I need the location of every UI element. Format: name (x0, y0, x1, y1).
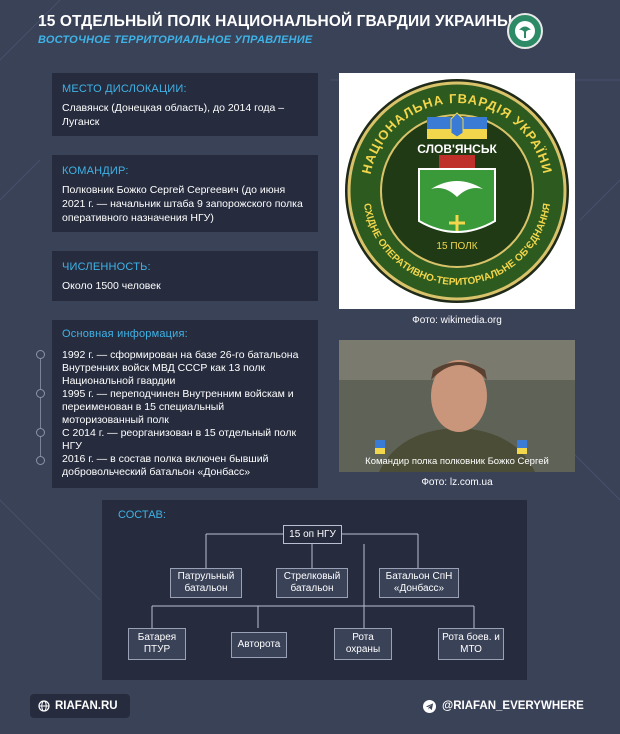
emblem-credit: Фото: wikimedia.org (412, 315, 502, 326)
timeline-dot (36, 456, 45, 465)
node-motor-company: Авторота (231, 632, 287, 658)
eagle-icon (515, 21, 535, 41)
structure-connectors (151, 533, 475, 628)
emblem-photo: НАЦІОНАЛЬНА ГВАРДІЯ УКРАЇНИ СХІДНЕ ОПЕРА… (339, 73, 575, 309)
timeline-dot (36, 389, 45, 398)
portrait-caption: Командир полка полковник Божко Сергей (365, 456, 549, 467)
emblem-unit: 15 ПОЛК (436, 241, 477, 252)
structure-label: СОСТАВ: (118, 509, 166, 521)
commander-text: Полковник Божко Сергей Сергеевич (до июн… (62, 184, 303, 224)
location-panel: МЕСТО ДИСЛОКАЦИИ: Славянск (Донецкая обл… (52, 73, 318, 136)
node-support-company: Рота боев. и МТО (438, 628, 504, 660)
strength-panel: ЧИСЛЕННОСТЬ: Около 1500 человек (52, 251, 318, 301)
commander-panel: КОМАНДИР: Полковник Божко Сергей Сергеев… (52, 155, 318, 232)
node-guard-company: Рота охраны (334, 628, 392, 660)
globe-icon (38, 700, 50, 712)
node-rifle-battalion: Стрелковый батальон (276, 568, 348, 598)
timeline-line (40, 354, 41, 464)
history-item: 2016 г. — в состав полка включен бывший … (62, 453, 269, 478)
timeline-dot (36, 428, 45, 437)
telegram-link-text: @RIAFAN_EVERYWHERE (442, 700, 584, 712)
node-patrol-battalion: Патрульный батальон (170, 568, 242, 598)
timeline-dot (36, 350, 45, 359)
header: 15 ОТДЕЛЬНЫЙ ПОЛК НАЦИОНАЛЬНОЙ ГВАРДИИ У… (38, 12, 513, 46)
history-label: Основная информация: (62, 328, 188, 340)
history-item: 1992 г. — сформирован на базе 26-го бата… (62, 349, 299, 387)
regiment-emblem: НАЦІОНАЛЬНА ГВАРДІЯ УКРАЇНИ СХІДНЕ ОПЕРА… (345, 79, 569, 303)
structure-panel: СОСТАВ: 15 оп НГУ Патрульный батальон Ст… (102, 500, 527, 680)
location-text: Славянск (Донецкая область), до 2014 год… (62, 102, 285, 128)
site-link[interactable]: RIAFAN.RU (30, 694, 130, 718)
site-link-text: RIAFAN.RU (55, 700, 118, 712)
page-title: 15 ОТДЕЛЬНЫЙ ПОЛК НАЦИОНАЛЬНОЙ ГВАРДИИ У… (38, 13, 513, 30)
riafan-logo (507, 13, 543, 49)
history-panel: Основная информация: 1992 г. — сформиров… (52, 320, 318, 488)
commander-portrait (339, 340, 575, 472)
strength-text: Около 1500 человек (62, 280, 161, 292)
telegram-link[interactable]: @RIAFAN_EVERYWHERE (423, 696, 584, 716)
node-atgm-battery: Батарея ПТУР (128, 628, 186, 660)
strength-label: ЧИСЛЕННОСТЬ: (62, 261, 151, 273)
node-root: 15 оп НГУ (283, 525, 342, 544)
emblem-city: СЛОВ'ЯНСЬК (417, 142, 497, 156)
telegram-icon (423, 699, 436, 713)
history-item: 1995 г. — переподчинен Внутренним войска… (62, 388, 294, 426)
page-subtitle: ВОСТОЧНОЕ ТЕРРИТОРИАЛЬНОЕ УПРАВЛЕНИЕ (38, 34, 313, 46)
location-label: МЕСТО ДИСЛОКАЦИИ: (62, 83, 187, 95)
portrait-credit: Фото: lz.com.ua (421, 477, 493, 488)
commander-photo: Командир полка полковник Божко Сергей (339, 340, 575, 472)
commander-label: КОМАНДИР: (62, 165, 129, 177)
node-donbass-battalion: Батальон СпН «Донбасс» (379, 568, 459, 598)
history-item: С 2014 г. — реорганизован в 15 отдельный… (62, 427, 297, 452)
